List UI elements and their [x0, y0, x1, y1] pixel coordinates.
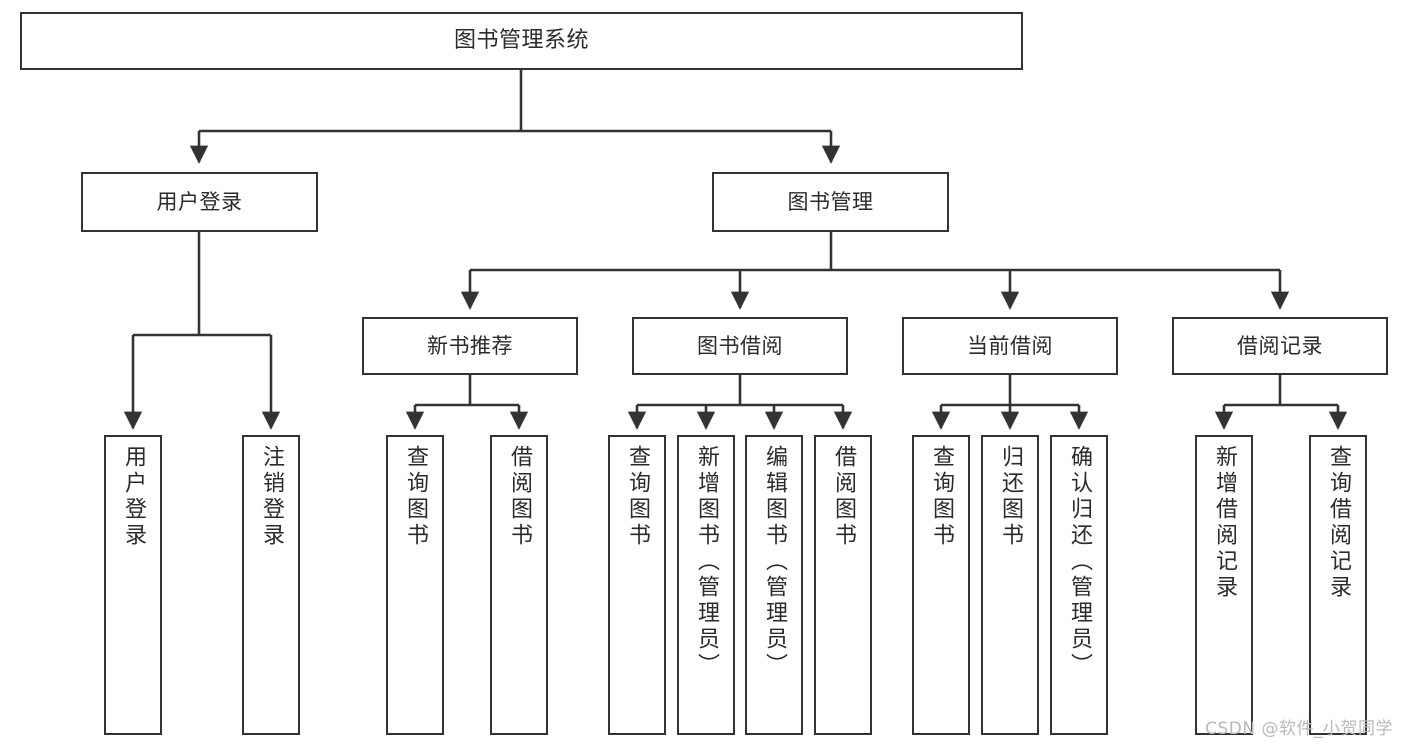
node-label: 归还图书 [997, 445, 1023, 549]
node-book-borrowing[interactable]: 图书借阅 [632, 317, 848, 375]
node-borrowing-record[interactable]: 借阅记录 [1172, 317, 1388, 375]
node-label: 图书管理系统 [453, 28, 589, 54]
node-label: 用户登录 [120, 445, 146, 549]
node-leaf-edit-book-admin[interactable]: 编辑图书（管理员） [745, 435, 803, 735]
node-current-borrowing[interactable]: 当前借阅 [902, 317, 1118, 375]
node-label: 当前借阅 [967, 333, 1053, 358]
node-label: 新增借阅记录 [1211, 445, 1237, 601]
node-leaf-query-book-borrowing[interactable]: 查询图书 [608, 435, 666, 735]
node-leaf-add-borrowing-record[interactable]: 新增借阅记录 [1195, 435, 1253, 735]
node-label: 确认归还（管理员） [1066, 445, 1092, 679]
node-label: 借阅记录 [1237, 333, 1323, 358]
node-label: 借阅图书 [506, 445, 532, 549]
node-new-book-recommendation[interactable]: 新书推荐 [362, 317, 578, 375]
node-label: 用户登录 [156, 189, 243, 214]
node-label: 注销登录 [258, 445, 284, 549]
node-label: 查询借阅记录 [1325, 445, 1351, 601]
node-leaf-user-login[interactable]: 用户登录 [104, 435, 162, 735]
node-leaf-logout[interactable]: 注销登录 [242, 435, 300, 735]
node-label: 图书借阅 [697, 333, 783, 358]
node-label: 查询图书 [928, 445, 954, 549]
node-root-book-management-system[interactable]: 图书管理系统 [20, 12, 1023, 70]
node-label: 查询图书 [402, 445, 428, 549]
node-leaf-query-book-current[interactable]: 查询图书 [912, 435, 970, 735]
node-label: 图书管理 [787, 189, 874, 214]
node-leaf-confirm-return-admin[interactable]: 确认归还（管理员） [1050, 435, 1108, 735]
node-label: 借阅图书 [830, 445, 856, 549]
node-leaf-query-borrowing-record[interactable]: 查询借阅记录 [1309, 435, 1367, 735]
node-leaf-add-book-admin[interactable]: 新增图书（管理员） [677, 435, 735, 735]
node-leaf-borrow-book-recommendation[interactable]: 借阅图书 [490, 435, 548, 735]
node-leaf-query-book-recommendation[interactable]: 查询图书 [386, 435, 444, 735]
node-user-login[interactable]: 用户登录 [81, 172, 318, 232]
node-label: 查询图书 [624, 445, 650, 549]
node-label: 编辑图书（管理员） [761, 445, 787, 679]
watermark-csdn: CSDN @软件_小贺同学 [1205, 719, 1393, 739]
node-leaf-borrow-book[interactable]: 借阅图书 [814, 435, 872, 735]
node-label: 新书推荐 [427, 333, 513, 358]
node-label: 新增图书（管理员） [693, 445, 719, 679]
node-book-management[interactable]: 图书管理 [712, 172, 949, 232]
node-leaf-return-book[interactable]: 归还图书 [981, 435, 1039, 735]
